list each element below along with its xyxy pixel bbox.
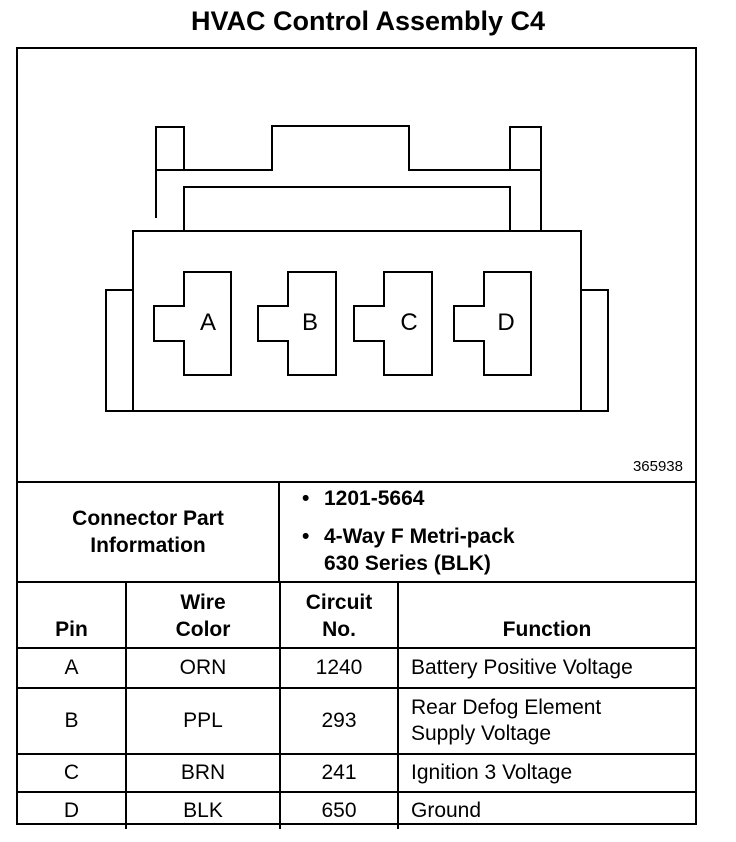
connector-info-label-line1: Connector Part: [72, 507, 224, 530]
connector-type-line1: 4-Way F Metri-pack: [324, 525, 515, 548]
image-number: 365938: [632, 458, 683, 475]
bullet-icon: •: [302, 487, 310, 510]
wire-color-cell: PPL: [125, 687, 281, 755]
circuit-cell: 293: [279, 687, 399, 755]
circuit-cell: 241: [279, 753, 399, 793]
function-line1: Rear Defog Element: [411, 696, 602, 719]
connector-part-number: 1201-5664: [324, 487, 425, 510]
header-wire-color: Wire Color: [125, 583, 281, 649]
header-wire-color-line1: Wire: [180, 591, 226, 614]
function-line1: Battery Positive Voltage: [411, 656, 633, 679]
pin-table-header: Pin Wire Color Circuit No. Function: [18, 583, 695, 649]
circuit-cell: 650: [279, 791, 399, 829]
pin-cavity-c: [353, 271, 433, 376]
function-cell: Battery Positive Voltage: [397, 647, 695, 689]
connector-info-label-line2: Information: [90, 534, 206, 557]
circuit-cell: 1240: [279, 647, 399, 689]
connector-type-line2: 630 Series (BLK): [324, 552, 491, 575]
pin-cavity-d: [453, 271, 532, 376]
function-cell: Rear Defog Element Supply Voltage: [397, 687, 695, 755]
function-cell: Ignition 3 Voltage: [397, 753, 695, 793]
pin-cell: B: [18, 687, 127, 755]
connector-info-label: Connector Part Information: [18, 483, 280, 581]
pin-label-c: C: [400, 309, 417, 336]
connector-diagram: A B C D: [105, 125, 609, 412]
header-function: Function: [397, 583, 695, 649]
pin-label-d: D: [497, 309, 514, 336]
pin-cell: D: [18, 791, 127, 829]
pin-label-b: B: [302, 309, 318, 336]
page-title: HVAC Control Assembly C4: [190, 6, 546, 36]
diagram-frame: A B C D 365938 Connector Part Informatio…: [16, 47, 697, 829]
function-line1: Ignition 3 Voltage: [411, 761, 573, 784]
connector-info-item: • 4-Way F Metri-pack 630 Series (BLK): [302, 523, 515, 577]
connector-info-row: Connector Part Information • 1201-5664 •…: [18, 481, 695, 583]
connector-info-item: • 1201-5664: [302, 487, 425, 511]
bullet-icon: •: [302, 525, 310, 548]
wire-color-cell: BLK: [125, 791, 281, 829]
connector-body: [105, 230, 609, 412]
function-line2: Supply Voltage: [411, 722, 552, 745]
wire-color-cell: BRN: [125, 753, 281, 793]
table-row: D BLK 650 Ground: [18, 791, 695, 829]
function-cell: Ground: [397, 791, 695, 829]
table-row: A ORN 1240 Battery Positive Voltage: [18, 647, 695, 689]
table-row: B PPL 293 Rear Defog Element Supply Volt…: [18, 687, 695, 755]
pin-table: Pin Wire Color Circuit No. Function A OR…: [18, 583, 695, 829]
header-circuit: Circuit No.: [279, 583, 399, 649]
header-circuit-line2: No.: [322, 618, 356, 641]
pin-cavity-b: [257, 271, 337, 376]
pin-cell: A: [18, 647, 127, 689]
header-circuit-line1: Circuit: [305, 591, 373, 614]
connector-latch: [155, 125, 542, 231]
wire-color-cell: ORN: [125, 647, 281, 689]
pin-cavity-a: [153, 271, 232, 376]
function-line1: Ground: [411, 799, 482, 822]
header-wire-color-line2: Color: [175, 618, 231, 641]
header-pin: Pin: [18, 583, 127, 649]
pin-cell: C: [18, 753, 127, 793]
table-row: C BRN 241 Ignition 3 Voltage: [18, 753, 695, 793]
connector-info-list: • 1201-5664 • 4-Way F Metri-pack 630 Ser…: [280, 483, 695, 581]
pin-label-a: A: [200, 309, 216, 336]
